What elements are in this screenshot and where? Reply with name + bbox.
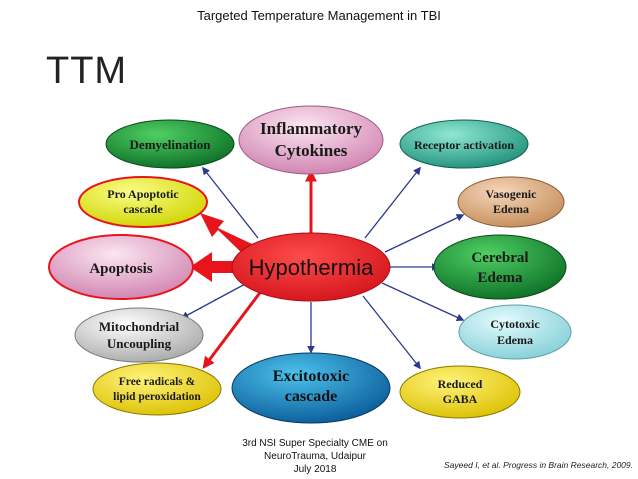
node-excitotoxic-cascade: Excitotoxic cascade (231, 352, 391, 424)
arrow-to-free-radicals (202, 289, 264, 369)
node-demyelination: Demyelination (105, 119, 235, 169)
node-mitochondrial-uncoupling: Mitochondrial Uncoupling (74, 307, 204, 363)
thick-arrow-to-apoptosis (190, 252, 234, 282)
citation: Sayeed I, et al. Progress in Brain Resea… (444, 460, 633, 470)
svg-text:Pro Apoptotic: Pro Apoptotic (107, 187, 179, 201)
svg-text:Cerebral: Cerebral (471, 250, 528, 266)
thick-arrow-to-pro-apoptotic (200, 213, 252, 254)
arrow-to-cytotoxic (381, 282, 465, 321)
node-cerebral-edema: Cerebral Edema (433, 234, 567, 300)
svg-text:Edema: Edema (493, 202, 529, 216)
svg-text:Free radicals &: Free radicals & (119, 376, 196, 388)
svg-text:Apoptosis: Apoptosis (89, 261, 153, 277)
svg-text:Edema: Edema (497, 333, 533, 347)
footer-line-3: July 2018 (293, 464, 337, 475)
node-free-radicals: Free radicals & lipid peroxidation (92, 362, 222, 416)
footer-line-1: 3rd NSI Super Specialty CME on (242, 438, 388, 449)
header-title: Targeted Temperature Management in TBI (197, 8, 441, 23)
footer-line-2: NeuroTrauma, Udaipur (264, 451, 366, 462)
arrow-to-receptor (364, 166, 421, 239)
svg-text:Cytotoxic: Cytotoxic (490, 317, 540, 331)
node-inflammatory-cytokines: Inflammatory Cytokines (238, 105, 384, 175)
node-receptor-activation: Receptor activation (399, 119, 529, 169)
svg-text:Excitotoxic: Excitotoxic (273, 368, 349, 385)
arrow-to-mitochondrial (180, 282, 248, 319)
svg-text:Vasogenic: Vasogenic (486, 187, 538, 201)
svg-text:lipid peroxidation: lipid peroxidation (113, 391, 201, 403)
svg-text:GABA: GABA (443, 392, 478, 406)
svg-text:Edema: Edema (478, 270, 524, 286)
blue-arrows (180, 166, 465, 370)
node-vasogenic-edema: Vasogenic Edema (457, 176, 565, 228)
svg-text:Inflammatory: Inflammatory (260, 119, 362, 138)
svg-text:cascade: cascade (285, 388, 337, 405)
node-pro-apoptotic-cascade: Pro Apoptotic cascade (78, 176, 208, 228)
arrow-to-vasogenic (384, 214, 465, 253)
svg-text:Mitochondrial: Mitochondrial (99, 319, 180, 334)
svg-text:Reduced: Reduced (438, 377, 483, 391)
svg-text:Demyelination: Demyelination (130, 137, 212, 152)
node-apoptosis: Apoptosis (48, 234, 194, 300)
node-reduced-gaba: Reduced GABA (399, 365, 521, 419)
arrow-to-demyelination (202, 166, 259, 239)
arrow-to-gaba (362, 295, 421, 370)
node-hypothermia: Hypothermia (231, 232, 391, 302)
node-cytotoxic-edema: Cytotoxic Edema (458, 304, 572, 360)
svg-text:Receptor activation: Receptor activation (414, 138, 514, 152)
footer-event-info: 3rd NSI Super Specialty CME on NeuroTrau… (200, 437, 430, 476)
svg-text:Cytokines: Cytokines (275, 141, 348, 160)
center-label: Hypothermia (249, 255, 374, 280)
svg-text:Uncoupling: Uncoupling (107, 336, 172, 351)
slide-title: TTM (46, 50, 128, 92)
svg-text:cascade: cascade (123, 202, 163, 216)
red-arrows (202, 169, 317, 369)
